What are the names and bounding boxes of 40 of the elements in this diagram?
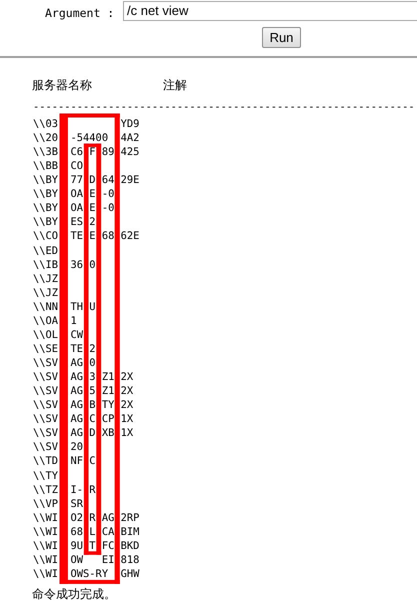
server-name: \\WI 9U T FC BKD (33, 538, 140, 553)
status-message: 命令成功完成。 (32, 586, 116, 602)
server-name: \\SV AG D XB 1X (33, 426, 134, 440)
column-heading: 注解 (163, 77, 187, 93)
server-name: \\SV 20 (33, 440, 84, 454)
server-name: \\03 YD9 (33, 117, 140, 131)
input-field: /c net view (123, 1, 417, 21)
field-label: Argument : (45, 5, 114, 21)
server-name: \\WI OW EI 818 (33, 552, 140, 567)
server-name: \\BY 77 D 64 29E (33, 173, 140, 188)
server-name: \\SV AG 3 Z1 2X (33, 370, 134, 384)
server-name: \\SV AG C CP 1X (33, 412, 134, 426)
server-name: \\CO TE E 68 62E (33, 229, 140, 244)
server-name: \\BY OA E -0 (33, 187, 114, 202)
server-name: \\BB CO (33, 159, 84, 174)
server-name: \\TD NF C (33, 454, 96, 468)
server-name: \\OL CW (33, 328, 84, 342)
server-name: \\SE TE 2 (33, 342, 96, 356)
server-name: \\TZ I- R (33, 482, 96, 497)
server-name: \\WI O2 R AG 2RP (33, 510, 140, 525)
server-name: \\SV AG 5 Z1 2X (33, 384, 134, 398)
server-name: \\BY ES 2 (33, 215, 96, 230)
server-name: \\ED (33, 244, 58, 258)
server-name: \\VP SR (33, 496, 84, 511)
server-name: \\TY (33, 468, 58, 482)
server-name: \\BY OA E -0 (33, 201, 114, 216)
server-name: \\OA 1 (33, 314, 77, 328)
separator-line-text: ------------------------------------------------------------- (33, 100, 415, 114)
server-name: \\JZ (33, 272, 58, 286)
server-name: \\3B C6 F 89 425 (33, 145, 140, 160)
server-name: \\JZ (33, 286, 58, 300)
server-name: \\SV AG B TY 2X (33, 398, 134, 412)
run-button: Run (262, 27, 301, 48)
server-name: \\WI 68 L CA BIM (33, 524, 140, 539)
server-name: \\NN TH U (33, 300, 96, 314)
server-name: \\IB 36 0 (33, 258, 96, 272)
server-name: \\SV AG 0 (33, 356, 96, 370)
column-heading: 服务器名称 (32, 77, 92, 93)
server-name: \\WI OWS-RY GHW (33, 566, 140, 581)
server-name: \\20 -54400 4A2 (33, 131, 140, 146)
